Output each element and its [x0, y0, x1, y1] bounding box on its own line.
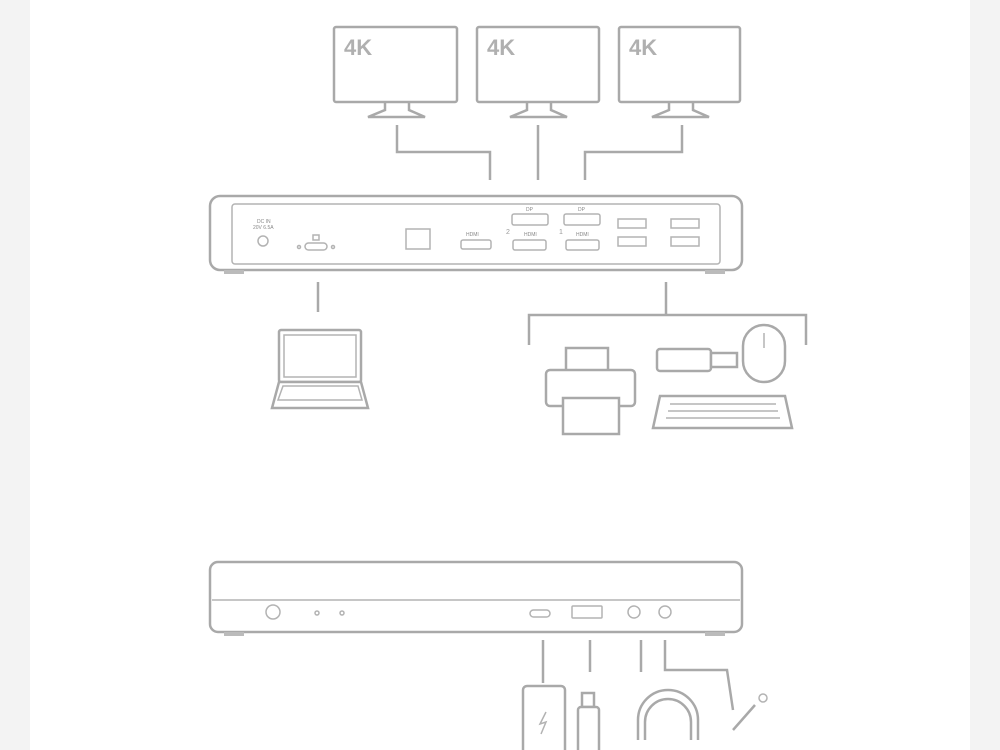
laptop-icon — [270, 328, 370, 410]
hdmi-1-label: HDMI — [576, 232, 589, 238]
dp-1-label: DP — [578, 207, 586, 213]
power-button[interactable] — [265, 604, 281, 620]
dock-rear-panel: DC IN 20V 6.5A HDMI DP 2 HDMI DP 1 HDMI — [208, 194, 744, 274]
front-usb-a-port — [571, 605, 603, 619]
dp-port-2 — [511, 213, 549, 226]
monitor-3: 4K — [617, 25, 742, 119]
power-led — [314, 610, 320, 616]
dc-in-rating: 20V 6.5A — [253, 225, 274, 231]
dc-in-label: DC IN — [257, 219, 271, 225]
usb-stick-icon — [576, 691, 601, 750]
monitor-cables — [395, 125, 684, 180]
monitor-resolution-label: 4K — [629, 35, 657, 60]
mic-jack — [658, 605, 672, 619]
usb-a-port — [617, 236, 647, 247]
usb-stick-icon — [655, 347, 739, 373]
hdmi-port — [460, 239, 492, 250]
usb-a-port — [670, 218, 700, 229]
microphone-icon — [732, 693, 768, 731]
keyboard-icon — [651, 394, 794, 430]
usb-c-port — [304, 242, 328, 251]
front-cables — [541, 640, 735, 711]
hdmi-label: HDMI — [466, 232, 479, 238]
usb-peripheral-cables — [527, 282, 808, 345]
hdmi-port-2 — [512, 239, 547, 251]
usb-a-port — [670, 236, 700, 247]
group-1-number: 1 — [559, 229, 563, 236]
hdmi-2-label: HDMI — [524, 232, 537, 238]
group-2-number: 2 — [506, 229, 510, 236]
ethernet-port — [405, 228, 431, 250]
hdmi-port-1 — [565, 239, 600, 251]
headphones-icon — [636, 688, 700, 740]
headphone-jack — [627, 605, 641, 619]
printer-icon — [544, 346, 637, 436]
monitor-2: 4K — [475, 25, 601, 119]
monitor-resolution-label: 4K — [344, 35, 372, 60]
dp-2-label: DP — [526, 207, 534, 213]
mouse-icon — [741, 323, 787, 384]
monitor-resolution-label: 4K — [487, 35, 515, 60]
dock-front-panel — [208, 560, 744, 636]
laptop-icon — [312, 234, 320, 241]
usb-a-port — [617, 218, 647, 229]
front-usb-c-port — [529, 609, 551, 618]
dp-port-1 — [563, 213, 601, 226]
phone-icon — [521, 684, 567, 750]
usb-led — [339, 610, 345, 616]
dc-in-port — [257, 235, 269, 247]
monitor-1: 4K — [332, 25, 459, 119]
